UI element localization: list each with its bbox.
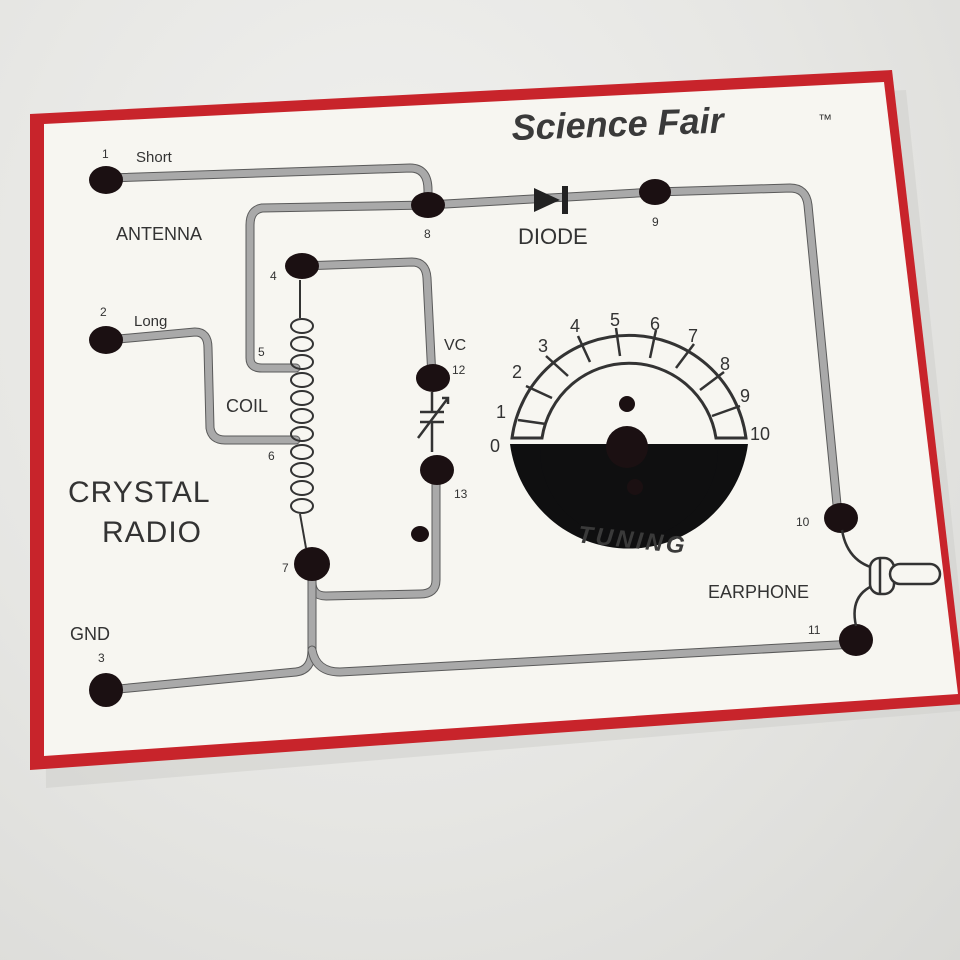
terminal-3[interactable] — [89, 673, 123, 707]
terminal-1[interactable] — [89, 166, 123, 194]
title-line-2: RADIO — [102, 516, 202, 549]
earphone-label: EARPHONE — [708, 582, 809, 602]
dial-scale-4: 4 — [570, 316, 580, 336]
earphone-icon — [840, 529, 942, 627]
terminal-10[interactable] — [824, 503, 858, 533]
terminal-13[interactable] — [420, 455, 454, 485]
dial-scale-9: 9 — [740, 386, 750, 406]
vc-mount-hole — [411, 526, 429, 542]
terminal-number-11: 11 — [808, 623, 821, 637]
terminal-4[interactable] — [285, 253, 319, 279]
circuit-traces — [103, 163, 860, 695]
terminal-number-12: 12 — [452, 363, 466, 377]
board-panel — [44, 82, 958, 756]
terminal-number-5: 5 — [258, 345, 265, 359]
terminal-number-3: 3 — [98, 651, 105, 665]
terminal-number-8: 8 — [424, 227, 431, 241]
terminal-2[interactable] — [89, 326, 123, 354]
dial-scale-0: 0 — [490, 436, 500, 456]
brand-trademark: ™ — [818, 111, 832, 127]
dial-top-hole — [619, 396, 635, 412]
dial-scale-7: 7 — [688, 326, 698, 346]
terminal-number-7: 7 — [282, 561, 289, 575]
coil-symbol-icon — [290, 280, 314, 549]
terminal-11[interactable] — [839, 624, 873, 656]
terminal-number-6: 6 — [268, 449, 275, 463]
terminal-number-10: 10 — [796, 515, 810, 529]
variable-capacitor-icon — [417, 392, 450, 452]
terminal-number-4: 4 — [270, 269, 277, 283]
diode-symbol-icon — [534, 186, 568, 214]
dial-scale-10: 10 — [750, 424, 770, 444]
dial-scale-8: 8 — [720, 354, 730, 374]
dial-scale-2: 2 — [512, 362, 522, 382]
tuning-dial[interactable]: TUNING 0 1 2 3 4 5 6 7 8 9 10 — [490, 310, 770, 560]
coil-label: COIL — [226, 396, 268, 416]
dial-bottom-hole — [627, 479, 643, 495]
vc-label: VC — [444, 337, 466, 354]
brand-name: Science Fair — [511, 100, 726, 148]
terminal-holes — [89, 166, 873, 707]
terminal-number-13: 13 — [454, 487, 468, 501]
antenna-label: ANTENNA — [116, 224, 202, 244]
short-label: Short — [136, 149, 173, 166]
title-line-1: CRYSTAL — [68, 476, 211, 509]
terminal-7[interactable] — [294, 547, 330, 581]
dial-scale-3: 3 — [538, 336, 548, 356]
dial-scale-6: 6 — [650, 314, 660, 334]
long-label: Long — [134, 313, 167, 330]
terminal-number-1: 1 — [102, 147, 109, 161]
dial-shaft-hole[interactable] — [606, 426, 648, 468]
dial-scale-1: 1 — [496, 402, 506, 422]
terminal-number-2: 2 — [100, 305, 107, 319]
terminal-8[interactable] — [411, 192, 445, 218]
science-fair-logo: Science Fair ™ — [511, 100, 832, 148]
diode-label: DIODE — [518, 224, 588, 249]
dial-scale-5: 5 — [610, 310, 620, 330]
terminal-number-9: 9 — [652, 215, 659, 229]
terminal-12[interactable] — [416, 364, 450, 392]
gnd-label: GND — [70, 624, 110, 644]
terminal-9[interactable] — [639, 179, 671, 205]
